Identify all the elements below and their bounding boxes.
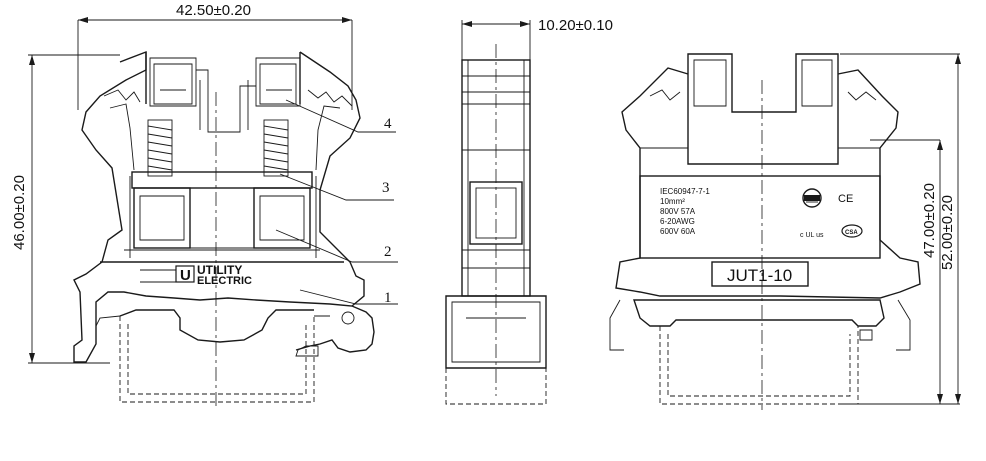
model-plate <box>711 261 809 287</box>
front-view: 42.50±0.20 46.00±0.20 <box>11 2 398 410</box>
label-rating-ul: 600V 60A <box>660 227 696 236</box>
model-number: JUT1-10 <box>727 266 792 285</box>
front-width-dimension: 42.50±0.20 <box>176 2 251 19</box>
label-rating-iec: 800V 57A <box>660 207 696 216</box>
label-standard: IEC60947-7-1 <box>660 187 710 196</box>
rear-view: 47.00±0.20 52.00±0.20 JUT1-10 IEC60947-7… <box>609 53 961 410</box>
brand-logo-letter: U <box>180 267 191 284</box>
callout-2: 2 <box>384 244 392 260</box>
ce-mark: CE <box>838 193 853 205</box>
callout-4: 4 <box>384 116 392 132</box>
side-width-dimension: 10.20±0.10 <box>538 17 613 34</box>
callout-3: 3 <box>382 180 390 196</box>
screw-left <box>147 119 173 177</box>
front-height-dimension: 46.00±0.20 <box>11 175 28 250</box>
brand-logo <box>175 265 195 283</box>
side-view: 10.20±0.10 <box>445 17 613 405</box>
label-cross-section: 10mm² <box>660 197 685 206</box>
label-awg-range: 6-20AWG <box>660 217 695 226</box>
rear-height-outer-dimension: 52.00±0.20 <box>939 195 956 270</box>
brand-line-2: ELECTRIC <box>197 275 252 287</box>
tuv-icon <box>802 188 822 208</box>
ul-mark: c UL us <box>800 232 824 239</box>
rating-label-plate <box>639 175 881 259</box>
csa-mark: CSA <box>845 230 858 236</box>
screw-right <box>263 119 289 177</box>
rear-height-inner-dimension: 47.00±0.20 <box>921 183 938 258</box>
brand-line-1: UTILITY <box>197 263 242 277</box>
callout-1: 1 <box>384 290 392 306</box>
csa-icon <box>841 224 863 238</box>
